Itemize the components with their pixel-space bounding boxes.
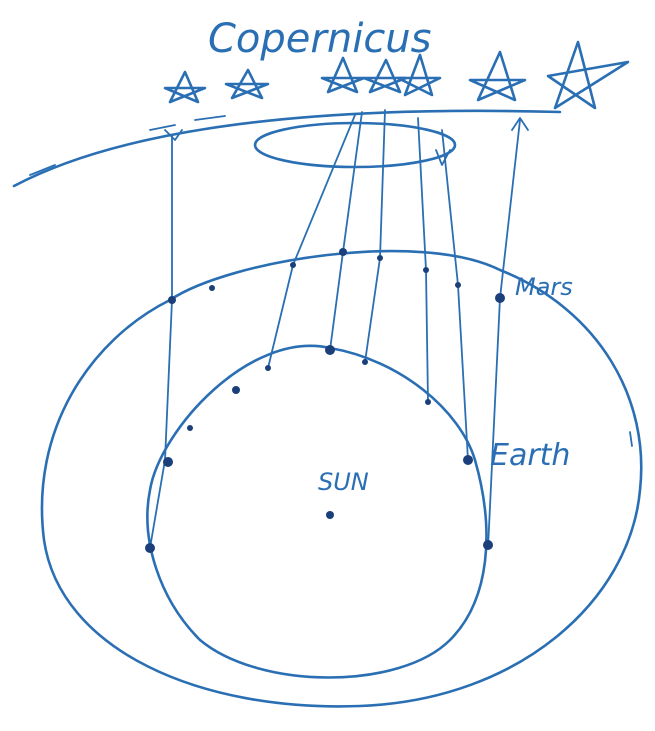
sun-dot (326, 511, 334, 519)
earth-position-dot (325, 345, 335, 355)
star-icon (165, 72, 205, 102)
sight-line (488, 120, 520, 548)
mars-position-dot (377, 255, 383, 261)
sky-arc (14, 111, 560, 186)
earth-position-dot (425, 399, 431, 405)
mars-position-dot (290, 262, 296, 268)
arrow-head-icon (436, 150, 450, 165)
mars-position-dot (339, 248, 347, 256)
mars-position-dot (423, 267, 429, 273)
earth-position-dot (232, 386, 240, 394)
sight-line (330, 112, 362, 350)
mars-position-dot (168, 296, 176, 304)
earth-position-dot (187, 425, 193, 431)
star-icon (470, 52, 525, 100)
earth-orbit (147, 346, 486, 678)
mars-position-dot (495, 293, 505, 303)
mars-position-dot (455, 282, 461, 288)
earth-position-dot (163, 457, 173, 467)
star-icon (226, 70, 268, 98)
earth-position-dot (483, 540, 493, 550)
sun-label: SUN (318, 468, 369, 496)
earth-position-dot (145, 543, 155, 553)
sight-line (268, 115, 355, 368)
star-icon (322, 58, 364, 92)
earth-position-dot (265, 365, 271, 371)
diagram-title: Copernicus (208, 16, 432, 62)
mars-position-dot (209, 285, 215, 291)
stray-mark (630, 432, 632, 446)
sight-line (150, 135, 172, 548)
star-icon (364, 60, 406, 92)
mars-label: Mars (515, 273, 573, 301)
earth-position-dot (362, 359, 368, 365)
earth-position-dot (463, 455, 473, 465)
earth-label: Earth (490, 438, 570, 473)
earth-positions (145, 345, 493, 553)
sight-line (365, 110, 385, 362)
star-icon (548, 42, 628, 108)
